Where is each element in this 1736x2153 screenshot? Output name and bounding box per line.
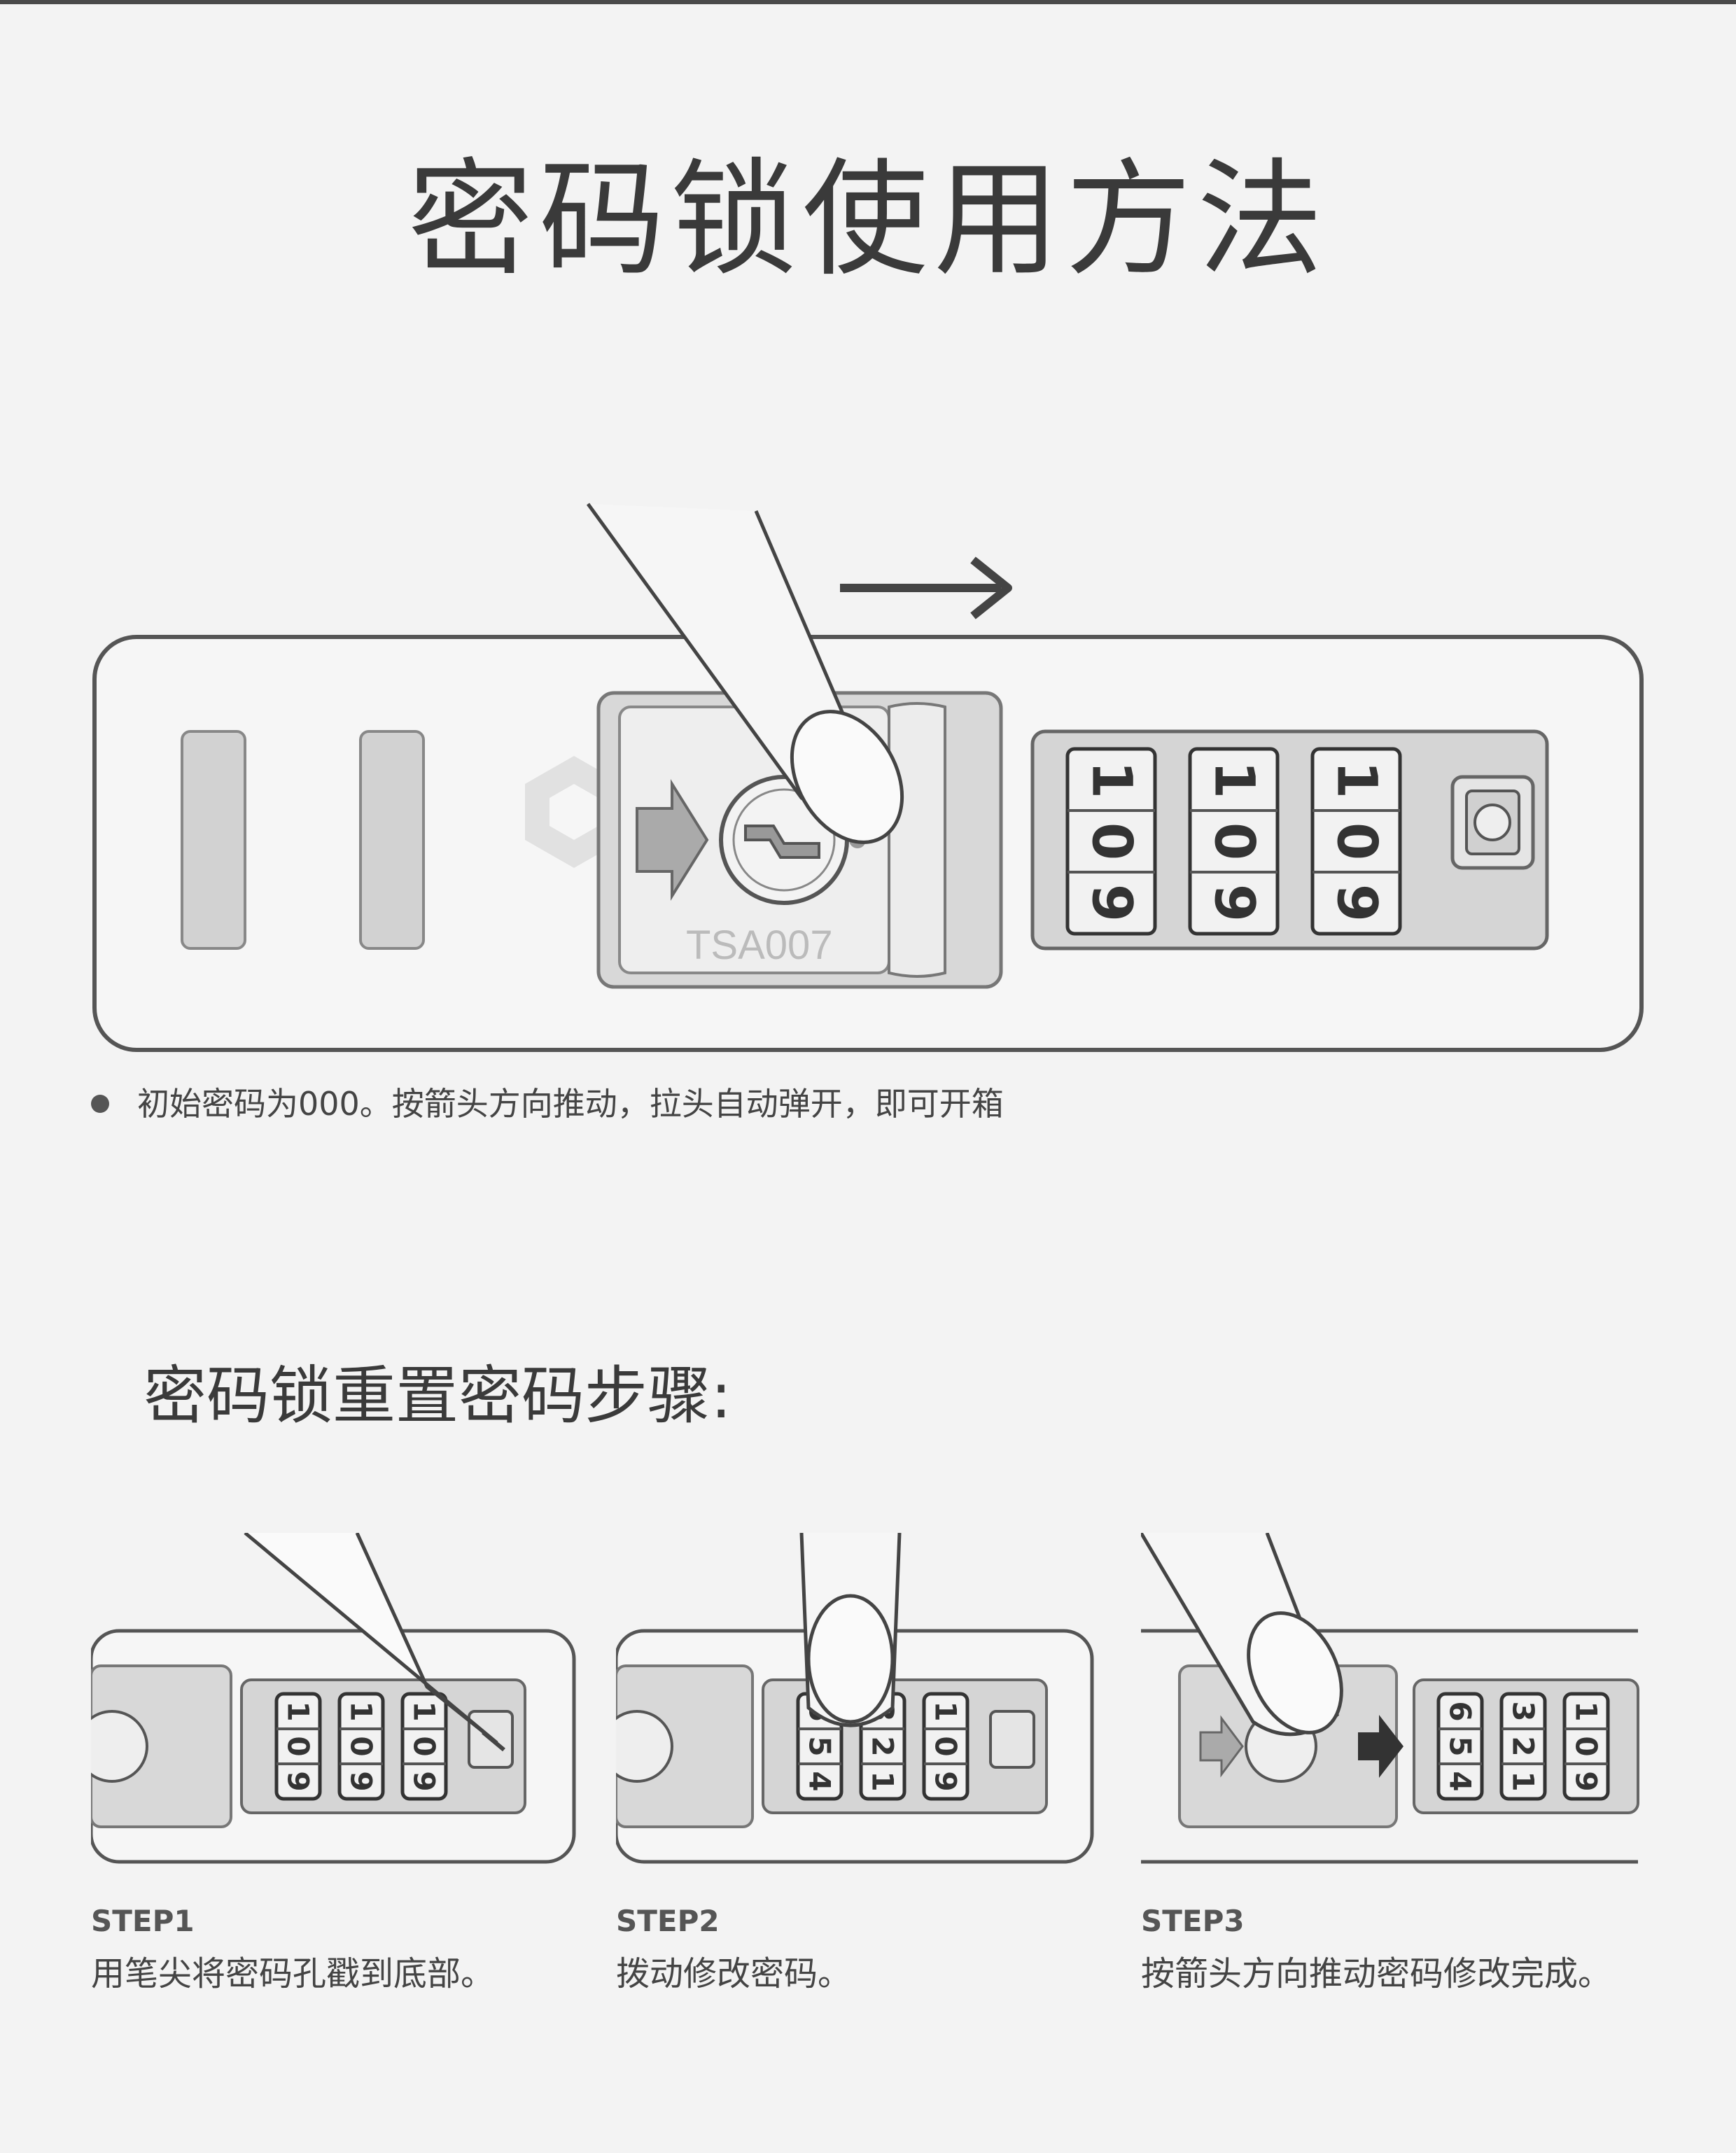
dial-wheel[interactable] <box>1310 747 1402 936</box>
instruction-line: 初始密码为000。按箭头方向推动，拉头自动弹开，即可开箱 <box>91 1079 1004 1128</box>
push-direction-arrow <box>840 556 1012 619</box>
dial-wheel[interactable] <box>922 1692 969 1801</box>
step3-description: 按箭头方向推动密码修改完成。 <box>1141 1954 1612 1993</box>
dial-digit: 0 <box>1203 822 1266 860</box>
page-title: 密码锁使用方法 <box>407 147 1329 293</box>
bullet-icon <box>91 1095 109 1113</box>
dial-digit: 0 <box>1080 822 1143 860</box>
dial-digit: 1 <box>1325 761 1388 799</box>
dial-digit: 9 <box>344 1771 379 1791</box>
dial-digit: 0 <box>1325 822 1388 860</box>
dial-wheel[interactable] <box>1562 1692 1610 1801</box>
dial-digit: 0 <box>344 1736 379 1756</box>
dial-wheel[interactable] <box>1188 747 1280 936</box>
dial-panel <box>1030 729 1549 951</box>
dial-digit: 2 <box>1506 1736 1541 1756</box>
dial-digit: 1 <box>407 1701 442 1721</box>
slot-right <box>359 730 425 950</box>
dial-digit: 0 <box>281 1736 316 1756</box>
triangle-arrow-icon <box>636 779 709 901</box>
dial-digit: 9 <box>929 1771 963 1791</box>
dial-digit: 1 <box>344 1701 379 1721</box>
dial-wheel[interactable] <box>274 1692 322 1801</box>
reset-button-icon <box>989 1710 1035 1769</box>
dial-digit: 9 <box>1569 1771 1604 1791</box>
tsa-keyhole-icon <box>616 1710 673 1783</box>
dial-digit: 1 <box>1569 1701 1604 1721</box>
pen-tip-illustration <box>244 1533 505 1752</box>
dial-digit: 1 <box>866 1771 900 1791</box>
dial-digit: 3 <box>1506 1701 1541 1721</box>
dial-wheel[interactable] <box>400 1692 448 1801</box>
triangle-arrow-icon <box>1358 1715 1404 1778</box>
dial-digit: 0 <box>929 1736 963 1756</box>
dial-digit: 2 <box>866 1736 900 1756</box>
step1-illustration: 1 0 9 1 0 9 1 0 9 <box>91 1533 576 1864</box>
dial-digit: 9 <box>1325 884 1388 922</box>
step2-description: 拨动修改密码。 <box>616 1954 852 1993</box>
step2-label: STEP2 <box>616 1904 720 1938</box>
reset-button-icon <box>1450 775 1535 870</box>
dial-digit: 0 <box>1569 1736 1604 1756</box>
finger-illustration <box>586 503 904 844</box>
dial-digit: 4 <box>1443 1771 1478 1791</box>
finger-illustration <box>1141 1533 1343 1737</box>
tsa-keyhole-icon <box>91 1710 148 1783</box>
step1-label: STEP1 <box>91 1904 195 1938</box>
dial-digit: 9 <box>1080 884 1143 922</box>
dial-digit: 4 <box>803 1771 837 1791</box>
dial-digit: 5 <box>1443 1736 1478 1756</box>
dial-digit: 9 <box>1203 884 1266 922</box>
instruction-text: 初始密码为000。按箭头方向推动，拉头自动弹开，即可开箱 <box>137 1085 1004 1123</box>
finger-illustration <box>799 1533 902 1727</box>
dial-digit: 1 <box>1203 761 1266 799</box>
dial-digit: 9 <box>281 1771 316 1791</box>
dial-digit: 1 <box>1506 1771 1541 1791</box>
top-rule <box>0 0 1736 4</box>
dial-digit: 1 <box>1080 761 1143 799</box>
reset-section-title: 密码锁重置密码步骤: <box>144 1359 732 1433</box>
dial-wheel[interactable] <box>1499 1692 1547 1801</box>
step1-description: 用笔尖将密码孔戳到底部。 <box>91 1954 495 1993</box>
dial-digit: 6 <box>1443 1701 1478 1721</box>
dial-wheel[interactable] <box>1436 1692 1484 1801</box>
dial-digit: 9 <box>407 1771 442 1791</box>
dial-wheel[interactable] <box>1065 747 1157 936</box>
slot-left <box>181 730 246 950</box>
step3-illustration: 6 5 4 3 2 1 1 0 9 <box>1141 1533 1639 1864</box>
dial-digit: 1 <box>929 1701 963 1721</box>
dial-digit: 1 <box>281 1701 316 1721</box>
main-lock-illustration: TSA007 1 0 9 1 0 9 1 0 9 <box>92 503 1644 1052</box>
dial-digit: 5 <box>803 1736 837 1756</box>
tsa-brand-text: TSA007 <box>686 923 833 968</box>
step3-label: STEP3 <box>1141 1904 1245 1938</box>
dial-wheel[interactable] <box>337 1692 385 1801</box>
dial-digit: 0 <box>407 1736 442 1756</box>
